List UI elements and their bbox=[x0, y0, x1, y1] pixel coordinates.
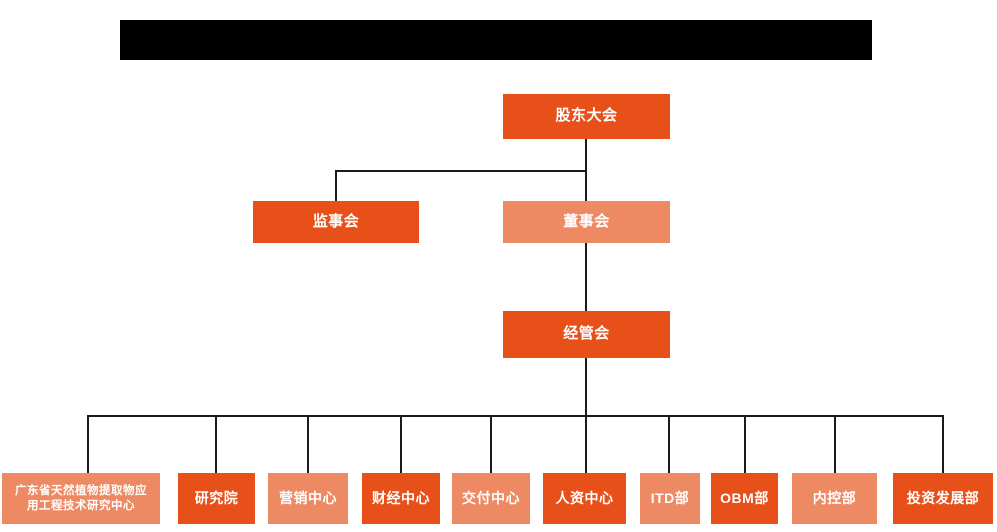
node-supervisors[interactable]: 监事会 bbox=[253, 201, 419, 243]
connector-drop-obm-dept bbox=[744, 415, 746, 473]
node-finance-center[interactable]: 财经中心 bbox=[362, 473, 440, 524]
connector-drop-gd-research-center bbox=[87, 415, 89, 473]
connector-drop-internal-control-dept bbox=[834, 415, 836, 473]
connector-drop-delivery-center bbox=[490, 415, 492, 473]
node-gd-research-center-line1: 广东省天然植物提取物应 bbox=[15, 485, 147, 498]
redacted-title-bar bbox=[120, 20, 872, 60]
node-itd-dept[interactable]: ITD部 bbox=[640, 473, 700, 524]
connector-drop-finance-center bbox=[400, 415, 402, 473]
connector-shareholders-down bbox=[585, 139, 587, 172]
node-hr-center[interactable]: 人资中心 bbox=[543, 473, 626, 524]
connector-drop-hr-center bbox=[585, 415, 587, 473]
connector-department-bus bbox=[87, 415, 943, 417]
node-internal-control-dept[interactable]: 内控部 bbox=[792, 473, 877, 524]
node-directors[interactable]: 董事会 bbox=[503, 201, 670, 243]
connector-drop-investment-development-dept bbox=[942, 415, 944, 473]
node-obm-dept[interactable]: OBM部 bbox=[711, 473, 778, 524]
node-gd-research-center[interactable]: 广东省天然植物提取物应 用工程技术研究中心 bbox=[2, 473, 160, 524]
connector-branch-horizontal bbox=[335, 170, 587, 172]
connector-directors-management bbox=[585, 242, 587, 311]
node-delivery-center[interactable]: 交付中心 bbox=[452, 473, 530, 524]
node-investment-development-dept[interactable]: 投资发展部 bbox=[893, 473, 993, 524]
node-gd-research-center-line2: 用工程技术研究中心 bbox=[27, 499, 135, 512]
connector-directors-down bbox=[585, 170, 587, 201]
node-marketing-center[interactable]: 营销中心 bbox=[268, 473, 348, 524]
connector-management-bus bbox=[585, 358, 587, 417]
connector-drop-itd-dept bbox=[668, 415, 670, 473]
node-shareholders[interactable]: 股东大会 bbox=[503, 94, 670, 139]
node-research-institute[interactable]: 研究院 bbox=[178, 473, 255, 524]
connector-supervisors-down bbox=[335, 170, 337, 201]
connector-drop-research-institute bbox=[215, 415, 217, 473]
connector-drop-marketing-center bbox=[307, 415, 309, 473]
node-management[interactable]: 经管会 bbox=[503, 311, 670, 358]
